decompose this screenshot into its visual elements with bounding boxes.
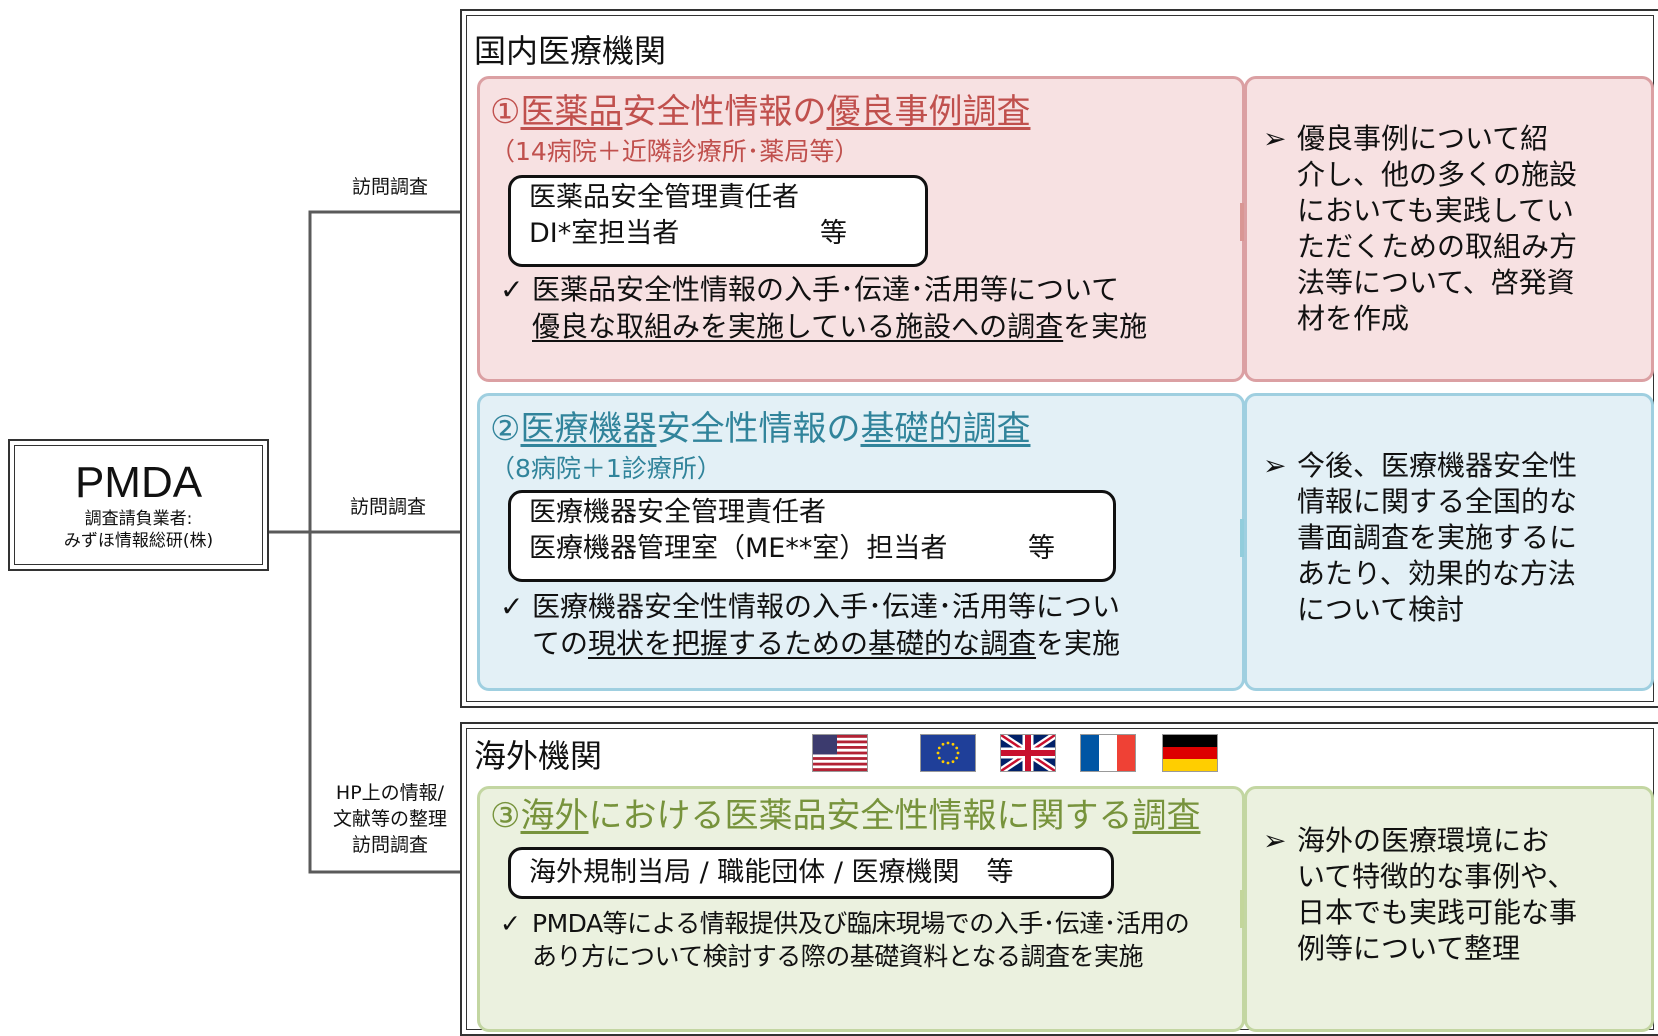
survey3-result-line: 海外の医療環境にお [1297, 824, 1550, 857]
survey1-note-rest: を実施 [1063, 310, 1148, 343]
check-icon: ✓ [500, 590, 524, 623]
survey1-title-c: 優良事例調査 [826, 92, 1031, 132]
survey2-note-pre: ての [532, 627, 589, 660]
survey2-note-line1: 医療機器安全性情報の入手･伝達･活用等につい [532, 590, 1121, 623]
survey2-result-line: について検討 [1297, 593, 1465, 626]
bullet-icon: ➢ [1263, 449, 1287, 482]
survey3-result-line: 日本でも実践可能な事 [1297, 896, 1578, 929]
arrow-to-survey1 [308, 212, 500, 532]
survey2-result-text: ➢ 今後、医療機器安全性 情報に関する全国的な 書面調査を実施するに あたり、効… [1263, 448, 1643, 628]
survey2-role2-row: 医療機器管理室（ME**室）担当者 等 [529, 531, 1095, 567]
survey2-result-line: 情報に関する全国的な [1297, 485, 1578, 518]
survey2-result-line: 今後、医療機器安全性 [1297, 449, 1578, 482]
bullet-icon: ➢ [1263, 122, 1287, 155]
survey1-panel: ①医薬品安全性情報の優良事例調査 （14病院＋近隣診療所･薬局等） 医薬品安全管… [477, 76, 1245, 382]
survey3-result-panel: ➢ 海外の医療環境にお いて特徴的な事例や、 日本でも実践可能な事 例等について… [1244, 786, 1654, 1032]
survey2-role-etc: 等 [1028, 533, 1055, 564]
survey1-result-line: においても実践してい [1297, 194, 1574, 227]
survey1-result-line: 材を作成 [1297, 302, 1410, 335]
pmda-contractor-label: 調査請負業者: [84, 509, 193, 529]
survey1-result-line: 法等について、啓発資 [1297, 266, 1575, 299]
connector-label-3-line1: HP上の情報/ [335, 782, 445, 804]
survey1-role-box: 医薬品安全管理責任者 DI*室担当者 等 [508, 175, 928, 267]
survey3-title-b: における医薬品安全性情報に関する [588, 796, 1133, 836]
overseas-section-title: 海外機関 [474, 737, 603, 775]
survey1-result-panel: ➢ 優良事例について紹 介し、他の多くの施設 においても実践してい ただくための… [1244, 76, 1654, 382]
connector-label-visit-2: 訪問調査 [349, 496, 426, 518]
survey2-note-rest: を実施 [1036, 627, 1121, 660]
survey3-result-line: いて特徴的な事例や、 [1297, 860, 1576, 893]
connector-label-3-line3: 訪問調査 [351, 834, 428, 856]
survey2-result-line: あたり、効果的な方法 [1297, 557, 1576, 590]
domestic-section-title: 国内医療機関 [474, 32, 667, 70]
survey1-role2-row: DI*室担当者 等 [529, 216, 907, 252]
survey1-role1: 医薬品安全管理責任者 [529, 182, 799, 213]
survey3-panel: ③海外における医薬品安全性情報に関する調査 海外規制当局 / 職能団体 / 医療… [477, 786, 1245, 1032]
survey1-title: ①医薬品安全性情報の優良事例調査 [490, 91, 1030, 133]
overseas-section: 海外機関 ③海外における医薬品安全性情報に関す [460, 722, 1658, 1036]
survey2-title-a: 医療機器 [520, 409, 657, 449]
survey3-note: ✓ PMDA等による情報提供及び臨床現場での入手･伝達･活用の あり方について検討… [500, 907, 1190, 973]
survey1-result-text: ➢ 優良事例について紹 介し、他の多くの施設 においても実践してい ただくための… [1263, 121, 1643, 337]
survey2-number: ② [490, 409, 521, 449]
survey3-role-box: 海外規制当局 / 職能団体 / 医療機関 等 [508, 847, 1114, 899]
survey3-title-c: 調査 [1132, 796, 1201, 836]
survey2-title-b: 安全性情報の [656, 409, 861, 449]
survey2-note-underlined: 現状を把握するための基礎的な調査 [588, 627, 1037, 660]
survey1-title-a: 医薬品 [520, 92, 623, 132]
survey3-result-line: 例等について整理 [1297, 932, 1521, 965]
survey3-role: 海外規制当局 / 職能団体 / 医療機関 等 [529, 857, 1014, 888]
survey1-note-line1: 医薬品安全性情報の入手･伝達･活用等について [532, 273, 1120, 306]
connector-label-3: HP上の情報/ 文献等の整理 訪問調査 [310, 780, 470, 858]
survey2-result-line: 書面調査を実施するに [1297, 521, 1578, 554]
survey3-note-line2: あり方について検討する際の基礎資料となる調査を実施 [532, 942, 1144, 971]
uk-flag-icon [1000, 734, 1056, 772]
connector-label-3-line2: 文献等の整理 [332, 808, 447, 830]
survey2-role2: 医療機器管理室（ME**室）担当者 [529, 533, 948, 564]
survey1-role-etc: 等 [820, 218, 847, 249]
arrow-to-survey3 [308, 532, 500, 872]
survey2-scope: （8病院＋1診療所） [490, 454, 722, 483]
survey2-role1: 医療機器安全管理責任者 [529, 497, 826, 528]
survey3-title-a: 海外 [520, 796, 589, 836]
survey1-number: ① [490, 92, 521, 132]
survey1-note: ✓医薬品安全性情報の入手･伝達･活用等について 優良な取組みを実施している施設へ… [500, 271, 1147, 345]
connector-label-visit-1: 訪問調査 [351, 176, 428, 198]
survey2-title: ②医療機器安全性情報の基礎的調査 [490, 408, 1030, 450]
eu-flag-icon [920, 734, 976, 772]
pmda-contractor-name: みずほ情報総研(株) [63, 531, 214, 551]
check-icon: ✓ [500, 909, 521, 938]
survey1-role2: DI*室担当者 [529, 218, 680, 249]
survey1-note-underlined: 優良な取組みを実施している施設への調査 [532, 310, 1064, 343]
check-icon: ✓ [500, 273, 524, 306]
survey2-role-box: 医療機器安全管理責任者 医療機器管理室（ME**室）担当者 等 [508, 490, 1116, 582]
survey2-panel: ②医療機器安全性情報の基礎的調査 （8病院＋1診療所） 医療機器安全管理責任者 … [477, 393, 1245, 691]
survey1-result-line: 介し、他の多くの施設 [1297, 158, 1578, 191]
survey3-number: ③ [490, 796, 521, 836]
survey3-result-text: ➢ 海外の医療環境にお いて特徴的な事例や、 日本でも実践可能な事 例等について… [1263, 823, 1643, 967]
domestic-section: 国内医療機関 ①医薬品安全性情報の優良事例調査 （14病院＋近隣診療所･薬局等）… [460, 9, 1658, 708]
survey3-title: ③海外における医薬品安全性情報に関する調査 [490, 795, 1200, 837]
france-flag-icon [1080, 734, 1136, 772]
survey1-scope: （14病院＋近隣診療所･薬局等） [490, 137, 860, 166]
survey2-result-panel: ➢ 今後、医療機器安全性 情報に関する全国的な 書面調査を実施するに あたり、効… [1244, 393, 1654, 691]
pmda-title: PMDA [74, 458, 203, 507]
survey3-note-line1: PMDA等による情報提供及び臨床現場での入手･伝達･活用の [532, 909, 1190, 938]
survey2-note: ✓医療機器安全性情報の入手･伝達･活用等につい ての現状を把握するための基礎的な… [500, 588, 1120, 662]
pmda-box: PMDA 調査請負業者: みずほ情報総研(株) [8, 439, 269, 571]
survey2-title-c: 基礎的調査 [860, 409, 1031, 449]
survey1-title-b: 安全性情報の [622, 92, 827, 132]
survey1-result-line: ただくための取組み方 [1297, 230, 1578, 263]
bullet-icon: ➢ [1263, 824, 1287, 857]
germany-flag-icon [1162, 734, 1218, 772]
us-flag-icon [812, 734, 868, 772]
survey1-result-line: 優良事例について紹 [1297, 122, 1549, 155]
